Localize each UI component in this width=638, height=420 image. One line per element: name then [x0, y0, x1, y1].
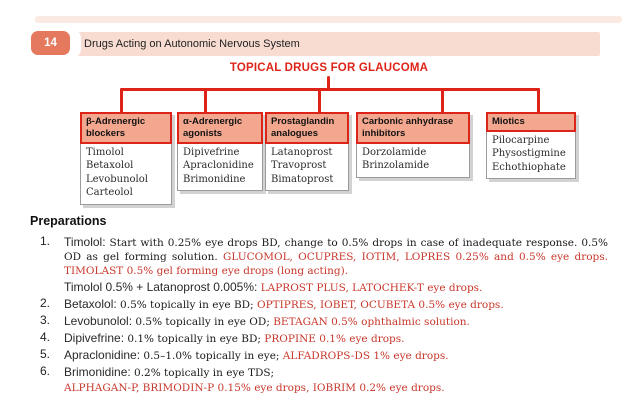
drug-name: Levobunolol: [86, 173, 148, 185]
drug-name: Latanoprost: [271, 146, 333, 158]
drug-class-header: Miotics: [486, 112, 576, 132]
top-decorative-strip: [35, 16, 622, 23]
preparation-text-lead: Timolol 0.5% + Latanoprost 0.005%:: [64, 279, 261, 294]
preparation-text-body: 0.1% topically in eye BD;: [127, 333, 265, 346]
preparation-line: ALPHAGAN-P, BRIMODIN-P 0.15% eye drops, …: [64, 381, 608, 395]
connector-drop-line: [204, 88, 207, 113]
preparation-item: 3. Levobunolol: 0.5% topically in eye OD;…: [30, 313, 608, 329]
drug-name: Dorzolamide: [362, 146, 427, 158]
connector-stem: [327, 76, 330, 89]
preparation-text-lead: Timolol:: [64, 235, 110, 249]
preparation-text-lead: Levobunolol:: [64, 313, 136, 328]
drug-name: Timolol: [86, 146, 124, 158]
chapter-title: Drugs Acting on Autonomic Nervous System: [84, 38, 300, 50]
preparation-number: 1.: [40, 234, 51, 248]
preparation-item: 1. Timolol: Start with 0.25% eye drops BD…: [30, 234, 608, 295]
preparation-item: 4. Dipivefrine: 0.1% topically in eye BD;…: [30, 330, 608, 346]
chapter-number-badge: 14: [31, 31, 70, 55]
preparation-text-lead: Brimonidine:: [64, 365, 135, 380]
preparations-list: 1. Timolol: Start with 0.25% eye drops BD…: [30, 234, 608, 395]
drug-name: Echothiophate: [492, 161, 566, 173]
preparation-text-brand: PROPINE 0.1% eye drops.: [264, 333, 405, 346]
drug-name: Apraclonidine: [183, 160, 254, 172]
diagram-title: TOPICAL DRUGS FOR GLAUCOMA: [229, 62, 429, 74]
drug-class-header: α-Adrenergic agonists: [177, 112, 263, 144]
drug-name: Physostigmine: [492, 148, 566, 160]
preparation-item: 6. Brimonidine: 0.2% topically in eye TDS…: [30, 364, 608, 394]
drug-class-header: β-Adrenergic blockers: [80, 112, 172, 144]
connector-drop-line: [537, 88, 540, 113]
drug-name: Carteolol: [86, 187, 133, 199]
drug-name: Betaxolol: [86, 160, 134, 172]
preparation-number: 4.: [40, 330, 51, 345]
chapter-badge-holder: 14: [28, 29, 81, 58]
connector-drop-line: [318, 88, 321, 113]
drug-name: Travoprost: [271, 160, 327, 172]
preparation-item: 5. Apraclonidine: 0.5–1.0% topically in e…: [30, 347, 608, 363]
preparation-number: 6.: [40, 364, 51, 379]
connector-drop-line: [441, 88, 444, 113]
drug-name: Brimonidine: [183, 173, 246, 185]
connector-horizontal-line: [120, 88, 540, 91]
drug-class-header: Carbonic anhydrase inhibitors: [356, 112, 470, 144]
preparation-text-body: 0.5–1.0% topically in eye;: [143, 350, 283, 363]
preparations-section: Preparations 1. Timolol: Start with 0.25%…: [30, 214, 608, 396]
preparation-text-brand: GLUCOMOL, OCUPRES, IOTIM, LOPRES 0.25% a…: [64, 251, 608, 278]
preparation-text-brand: ALPHAGAN-P, BRIMODIN-P 0.15% eye drops, …: [64, 381, 445, 394]
preparation-text-body: Start with 0.25% eye drops BD, change to…: [64, 237, 608, 264]
preparation-line: Apraclonidine: 0.5–1.0% topically in eye…: [64, 347, 608, 363]
drug-name: Brinzolamide: [362, 160, 430, 172]
preparation-text-brand: ALFADROPS-DS 1% eye drops.: [282, 350, 449, 363]
preparation-text-body: 0.5% topically in eye OD;: [135, 315, 274, 328]
preparation-text-brand: BETAGAN 0.5% ophthalmic solution.: [273, 315, 470, 328]
preparation-text-brand: LAPROST PLUS, LATOCHEK-T eye drops.: [260, 281, 483, 294]
preparation-text-body: 0.2% topically in eye TDS;: [134, 367, 275, 380]
preparation-line: Timolol 0.5% + Latanoprost 0.005%: LAPRO…: [64, 279, 608, 295]
preparation-number: 5.: [40, 347, 51, 362]
preparation-number: 3.: [40, 312, 51, 327]
preparation-text-body: 0.5% topically in eye BD;: [120, 298, 257, 311]
drug-name: Dipivefrine: [183, 146, 240, 158]
preparation-line: Brimonidine: 0.2% topically in eye TDS;: [64, 364, 608, 380]
preparation-number: 2.: [40, 295, 51, 310]
preparation-line: Betaxolol: 0.5% topically in eye BD; OPT…: [64, 296, 608, 312]
preparation-text-lead: Dipivefrine:: [64, 331, 128, 346]
preparation-text-lead: Apraclonidine:: [64, 348, 144, 363]
drug-class-header: Prostaglandin analogues: [265, 112, 349, 144]
preparation-text-brand: OPTIPRES, IOBET, OCUBETA 0.5% eye drops.: [256, 298, 504, 311]
preparation-item: 2. Betaxolol: 0.5% topically in eye BD; O…: [30, 296, 608, 312]
preparation-line: Timolol: Start with 0.25% eye drops BD, …: [64, 234, 608, 279]
preparations-heading: Preparations: [30, 214, 107, 228]
preparation-line: Levobunolol: 0.5% topically in eye OD; B…: [64, 313, 608, 329]
connector-drop-line: [120, 88, 123, 113]
chapter-header-band: 14 Drugs Acting on Autonomic Nervous Sys…: [28, 29, 600, 58]
preparation-line: Dipivefrine: 0.1% topically in eye BD; P…: [64, 330, 608, 346]
drug-name: Pilocarpine: [492, 134, 550, 146]
preparation-text-lead: Betaxolol:: [64, 296, 121, 311]
drug-name: Bimatoprost: [271, 173, 334, 185]
